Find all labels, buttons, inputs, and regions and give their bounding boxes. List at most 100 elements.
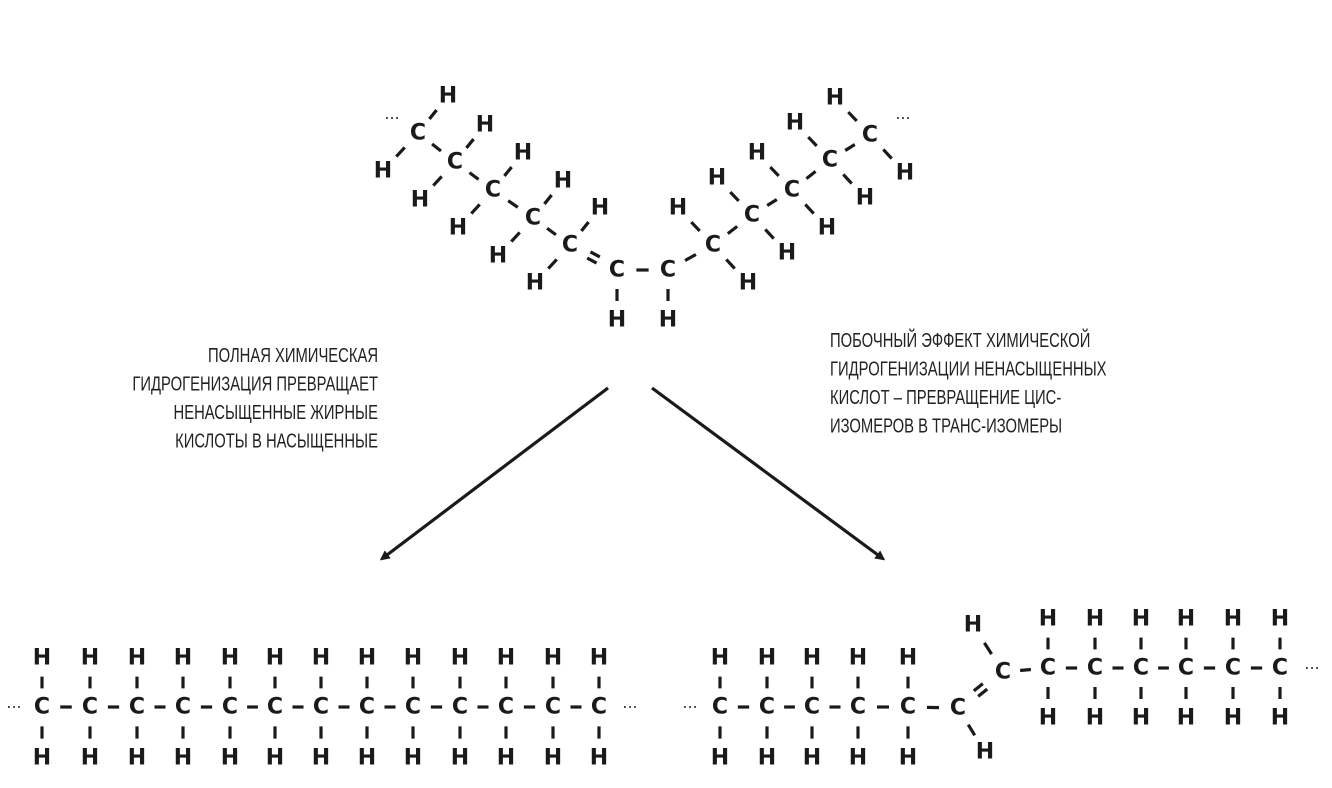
hydrogen-atom: H (1132, 607, 1150, 632)
hydrogen-atom: H (489, 244, 507, 269)
single-bond (805, 170, 817, 180)
carbon-atom: C (447, 150, 463, 175)
chain-continuation: ··· (622, 698, 637, 717)
carbon-atom: C (1087, 656, 1103, 681)
hydrogen-atom: H (33, 746, 51, 771)
single-bond (764, 228, 775, 240)
carbon-atom: C (82, 695, 98, 720)
single-bond (1019, 667, 1032, 673)
hydrogen-atom: H (778, 241, 796, 266)
hydrogen-atom: H (544, 646, 562, 671)
carbon-atom: C (267, 695, 283, 720)
carbon-atom: C (995, 660, 1011, 685)
hydrogen-atom: H (590, 746, 608, 771)
hydrogen-atom: H (896, 161, 914, 186)
hydrogen-atom: H (849, 746, 867, 771)
hydrogen-atom: H (590, 646, 608, 671)
single-bond (684, 253, 697, 262)
single-bond (726, 225, 739, 235)
carbon-atom: C (950, 696, 966, 721)
hydrogen-atom: H (411, 188, 429, 213)
hydrogen-atom: H (964, 613, 982, 638)
hydrogen-atom: H (1271, 706, 1289, 731)
single-bond (395, 146, 406, 158)
hydrogen-atom: H (739, 271, 757, 296)
hydrogen-atom: H (976, 740, 994, 765)
caption-trans-isomer-side-effect: ПОБОЧНЫЙ ЭФФЕКТ ХИМИЧЕСКОЙГИДРОГЕНИЗАЦИИ… (830, 328, 1107, 437)
single-bond (844, 143, 856, 152)
carbon-atom: C (313, 695, 329, 720)
hydrogen-atom: H (659, 308, 677, 333)
chain-continuation: ··· (682, 698, 697, 717)
hydrogen-atom: H (81, 646, 99, 671)
single-bond (543, 194, 553, 205)
carbon-atom: C (862, 123, 878, 148)
hydrogen-atom: H (899, 646, 917, 671)
single-bond (507, 199, 519, 209)
hydrogen-atom: H (374, 159, 392, 184)
hydrogen-atom: H (404, 746, 422, 771)
hydrogen-atom: H (404, 646, 422, 671)
hydrogen-atom: H (849, 646, 867, 671)
hydrogen-atom: H (748, 141, 766, 166)
hydrogen-atom: H (591, 196, 609, 221)
hydrogen-atom: H (312, 746, 330, 771)
hydrogen-atom: H (1039, 706, 1057, 731)
carbon-atom: C (591, 695, 607, 720)
carbon-atom: C (34, 695, 50, 720)
hydrogen-atom: H (608, 308, 626, 333)
hydrogen-atom: H (358, 646, 376, 671)
carbon-atom: C (712, 695, 728, 720)
hydrogen-atom: H (266, 746, 284, 771)
single-bond (725, 258, 736, 270)
carbon-atom: C (405, 695, 421, 720)
hydrogen-atom: H (497, 746, 515, 771)
hydrogen-atom: H (818, 216, 836, 241)
single-bond (428, 109, 438, 120)
hydrogen-atom: H (439, 84, 457, 109)
carbon-atom: C (850, 695, 866, 720)
single-bond (510, 231, 521, 243)
hydrogen-atom: H (451, 746, 469, 771)
hydrogen-atom: H (1086, 706, 1104, 731)
hydrogen-atom: H (497, 646, 515, 671)
chain-continuation: ··· (895, 109, 910, 128)
carbon-atom: C (129, 695, 145, 720)
caption-line: ИЗОМЕРОВ В ТРАНС-ИЗОМЕРЫ (830, 414, 1062, 437)
chain-continuation: ··· (6, 698, 21, 717)
single-bond (966, 723, 977, 737)
single-bond (766, 198, 778, 207)
carbon-atom: C (1040, 656, 1056, 681)
hydrogen-atom: H (476, 113, 494, 138)
hydrogen-atom: H (1086, 607, 1104, 632)
single-bond (503, 166, 513, 177)
hydrogen-atom: H (358, 746, 376, 771)
single-bond (769, 165, 780, 178)
carbon-atom: C (705, 233, 721, 258)
single-bond (432, 175, 443, 187)
carbon-atom: C (498, 695, 514, 720)
hydrogen-atom: H (554, 169, 572, 194)
hydrogen-atom: H (803, 746, 821, 771)
carbon-atom: C (822, 148, 838, 173)
caption-line: ПОЛНАЯ ХИМИЧЕСКАЯ (208, 344, 378, 367)
single-bond (847, 110, 858, 123)
hydrogen-atom: H (1177, 607, 1195, 632)
hydrogen-atom: H (451, 646, 469, 671)
carbon-atom: C (175, 695, 191, 720)
single-bond (465, 138, 475, 149)
carbon-atom: C (1178, 656, 1194, 681)
caption-line: НЕНАСЫЩЕННЫЕ ЖИРНЫЕ (174, 401, 378, 424)
caption-line: КИСЛОТЫ В НАСЫЩЕННЫЕ (175, 429, 378, 452)
hydrogen-atom: H (128, 746, 146, 771)
hydrogen-atom: H (514, 141, 532, 166)
double-bond (972, 682, 984, 693)
carbon-atom: C (744, 203, 760, 228)
carbon-atom: C (525, 206, 541, 231)
hydrogen-atom: H (449, 216, 467, 241)
saturated-fatty-acid-molecule: CHHCHHCHHCHHCHHCHHCHHCHHCHHCHHCHHCHHCHH·… (6, 646, 637, 771)
